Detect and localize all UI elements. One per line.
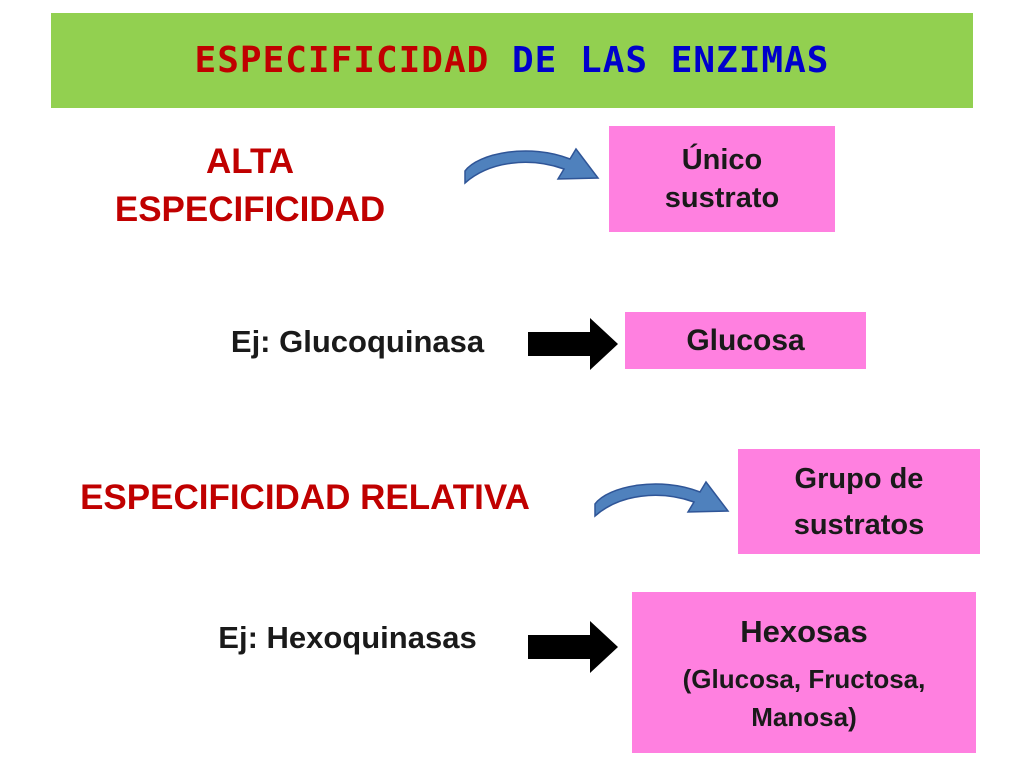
right-arrow-icon — [528, 621, 618, 673]
title-banner: ESPECIFICIDAD DE LAS ENZIMAS — [51, 13, 973, 108]
title-part-blue: DE LAS ENZIMAS — [512, 40, 830, 81]
curved-arrow-icon — [594, 480, 730, 518]
title-part-red: ESPECIFICIDAD — [194, 40, 490, 81]
alta-especificidad-label: ALTA ESPECIFICIDAD — [105, 138, 395, 234]
unico-line2: sustrato — [664, 182, 780, 214]
unico-sustrato-box: Único sustrato — [609, 126, 835, 232]
alta-line1: ALTA — [205, 142, 295, 181]
right-arrow-icon — [528, 318, 618, 370]
glucoquinasa-label: Ej: Glucoquinasa — [230, 324, 485, 359]
hexosas-box: Hexosas (Glucosa, Fructosa, Manosa) — [632, 592, 976, 753]
hexosas-line2: Manosa) — [751, 701, 857, 732]
grupo-line2: sustratos — [793, 508, 925, 541]
especificidad-relativa-label: ESPECIFICIDAD RELATIVA — [80, 478, 530, 517]
glucosa-box: Glucosa — [625, 312, 866, 369]
page-title: ESPECIFICIDAD DE LAS ENZIMAS — [195, 40, 830, 81]
curved-arrow-icon — [464, 147, 600, 185]
hexosas-line1: (Glucosa, Fructosa, — [682, 663, 926, 694]
hexosas-title: Hexosas — [740, 613, 868, 649]
alta-line2: ESPECIFICIDAD — [114, 190, 386, 229]
unico-line1: Único — [681, 144, 763, 176]
grupo-sustratos-box: Grupo de sustratos — [738, 449, 980, 554]
grupo-line1: Grupo de — [794, 462, 924, 495]
glucosa-text: Glucosa — [686, 323, 805, 357]
hexoquinasas-label: Ej: Hexoquinasas — [218, 620, 477, 655]
